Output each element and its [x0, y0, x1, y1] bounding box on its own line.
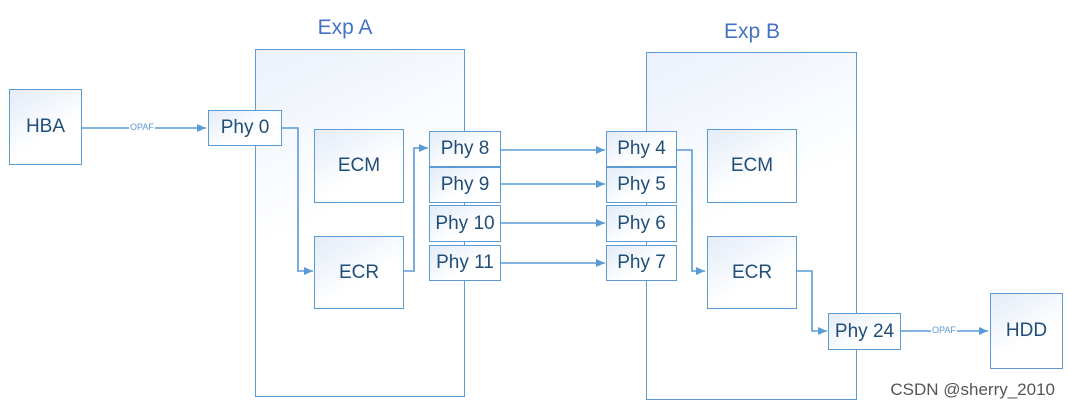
phy-6-box: Phy 6 [606, 205, 677, 242]
expander-a-title: Exp A [317, 16, 373, 39]
phy-11-box: Phy 11 [429, 245, 501, 281]
phy-0-box: Phy 0 [208, 110, 282, 146]
ecm-a-box: ECM [314, 129, 404, 203]
ecr-a-box: ECR [314, 236, 404, 309]
hba-box: HBA [9, 89, 82, 165]
link-ecr-b-phy24 [797, 270, 827, 335]
expander-b-container [646, 52, 857, 400]
phy-10-box: Phy 10 [429, 205, 501, 242]
link-phy0-ecr-a [282, 127, 313, 275]
link-ecr-a-phy8 [404, 144, 428, 272]
phy-7-box: Phy 7 [606, 245, 677, 281]
link-label-hdd: OPAF [931, 325, 957, 335]
link-phy4-ecr-b [677, 149, 705, 275]
watermark: CSDN @sherry_2010 [890, 380, 1055, 399]
phy-4-box: Phy 4 [606, 131, 677, 167]
phy-9-box: Phy 9 [429, 167, 501, 203]
link-label-hba: OPAF [129, 122, 155, 132]
phy-24-box: Phy 24 [828, 313, 901, 350]
hdd-box: HDD [990, 293, 1063, 369]
phy-8-box: Phy 8 [429, 131, 501, 167]
ecr-b-box: ECR [707, 236, 797, 309]
phy-5-box: Phy 5 [606, 167, 677, 203]
expander-b-title: Exp B [723, 20, 781, 43]
ecm-b-box: ECM [707, 129, 797, 203]
